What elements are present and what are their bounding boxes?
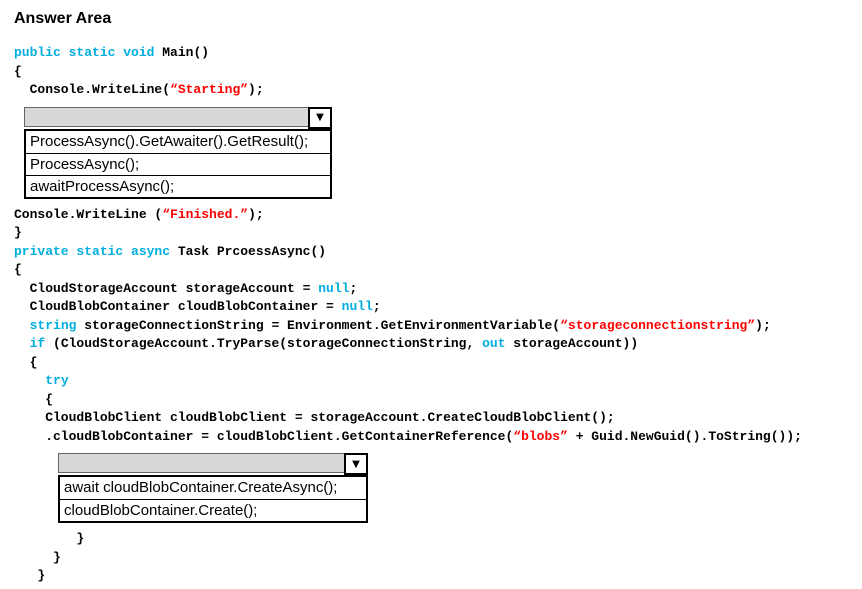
code-text: } [14,531,85,546]
code-string: “blobs” [513,428,568,444]
code-text: } [14,225,22,240]
dropdown-1-select[interactable]: ▼ [24,106,332,129]
code-text: { [14,354,38,370]
dropdown-2-options: await cloudBlobContainer.CreateAsync(); … [58,475,368,523]
code-line: Console.WriteLine(“Starting”); [14,81,854,100]
code-line: } [14,530,854,549]
code-keyword: out [482,336,506,351]
dropdown-2: ▼ await cloudBlobContainer.CreateAsync()… [58,453,368,523]
code-line: CloudStorageAccount storageAccount = nul… [14,280,854,299]
code-line: CloudBlobContainer cloudBlobContainer = … [14,298,854,317]
dropdown-1-option-3[interactable]: awaitProcessAsync(); [26,174,330,197]
code-text: Console.WriteLine( [14,82,171,97]
dropdown-1-options: ProcessAsync().GetAwaiter().GetResult();… [24,128,332,199]
code-line: string storageConnectionString = Environ… [14,317,854,336]
code-text: } [14,568,46,583]
dropdown-1-option-2[interactable]: ProcessAsync(); [26,152,330,175]
code-line: } [14,549,854,568]
page-title: Answer Area [14,10,112,27]
code-text: CloudStorageAccount storageAccount = [14,280,319,296]
code-line: { [14,63,854,82]
code-text: ); [755,317,771,333]
dropdown-1: ▼ ProcessAsync().GetAwaiter().GetResult(… [24,106,332,199]
code-keyword: if [29,336,46,351]
dropdown-2-option-2[interactable]: cloudBlobContainer.Create(); [60,499,366,521]
code-line: try [14,372,854,391]
code-line: Console.WriteLine (“Finished.”); [14,206,854,225]
code-section-1: public static void Main(){ Console.Write… [14,44,854,100]
code-text: } [14,549,61,565]
code-section-2: Console.WriteLine (“Finished.”);} private… [14,206,854,447]
code-string: “Finished.” [162,206,249,222]
code-line: if (CloudStorageAccount.TryParse(storage… [14,335,854,354]
code-string: “Starting” [170,82,249,97]
code-text: ; [349,280,358,296]
code-keyword: try [45,373,69,388]
dropdown-2-select[interactable]: ▼ [58,453,368,475]
code-text [14,336,30,351]
code-text: storageConnectionString = Environment.Ge… [76,317,561,333]
code-line: .cloudBlobContainer = cloudBlobClient.Ge… [14,428,854,447]
code-line: } [14,224,854,243]
dropdown-1-option-1[interactable]: ProcessAsync().GetAwaiter().GetResult(); [30,132,309,150]
code-text: Main() [162,45,210,60]
chevron-down-icon[interactable]: ▼ [308,106,332,129]
code-text [14,318,30,333]
code-line: } [14,567,854,586]
code-text: ); [248,206,264,222]
code-line: CloudBlobClient cloudBlobClient = storag… [14,409,854,428]
code-text: ; [372,299,381,314]
code-text: CloudBlobClient cloudBlobClient = storag… [14,410,615,425]
code-text: ); [248,82,264,97]
code-text: { [14,391,54,407]
code-string: “storageconnectionstring” [560,317,756,333]
chevron-down-icon[interactable]: ▼ [344,453,368,475]
code-text: Task PrcoessAsync() [177,243,327,259]
code-keyword: null [318,280,350,296]
code-text [14,373,45,388]
code-text: { [14,63,22,79]
code-text: (CloudStorageAccount.TryParse(storageCon… [45,336,483,351]
code-line: { [14,354,854,373]
code-text: storageAccount)) [505,336,639,351]
code-keyword: private static async [14,243,178,259]
dropdown-2-option-1[interactable]: await cloudBlobContainer.CreateAsync(); [64,479,338,496]
code-line: public static void Main() [14,44,854,63]
code-text: { [14,262,22,277]
code-keyword: null [341,299,373,314]
code-text: + Guid.NewGuid().ToString()); [567,428,802,444]
code-line: private static async Task PrcoessAsync() [14,243,854,262]
code-keyword: string [29,317,77,333]
code-line: { [14,391,854,410]
code-text: Console.WriteLine ( [14,206,163,222]
code-line: { [14,261,854,280]
code-text: CloudBlobContainer cloudBlobContainer = [14,299,342,314]
code-text: .cloudBlobContainer = cloudBlobClient.Ge… [14,428,514,444]
code-section-3: } } } [14,530,854,586]
code-keyword: public static void [14,45,163,60]
